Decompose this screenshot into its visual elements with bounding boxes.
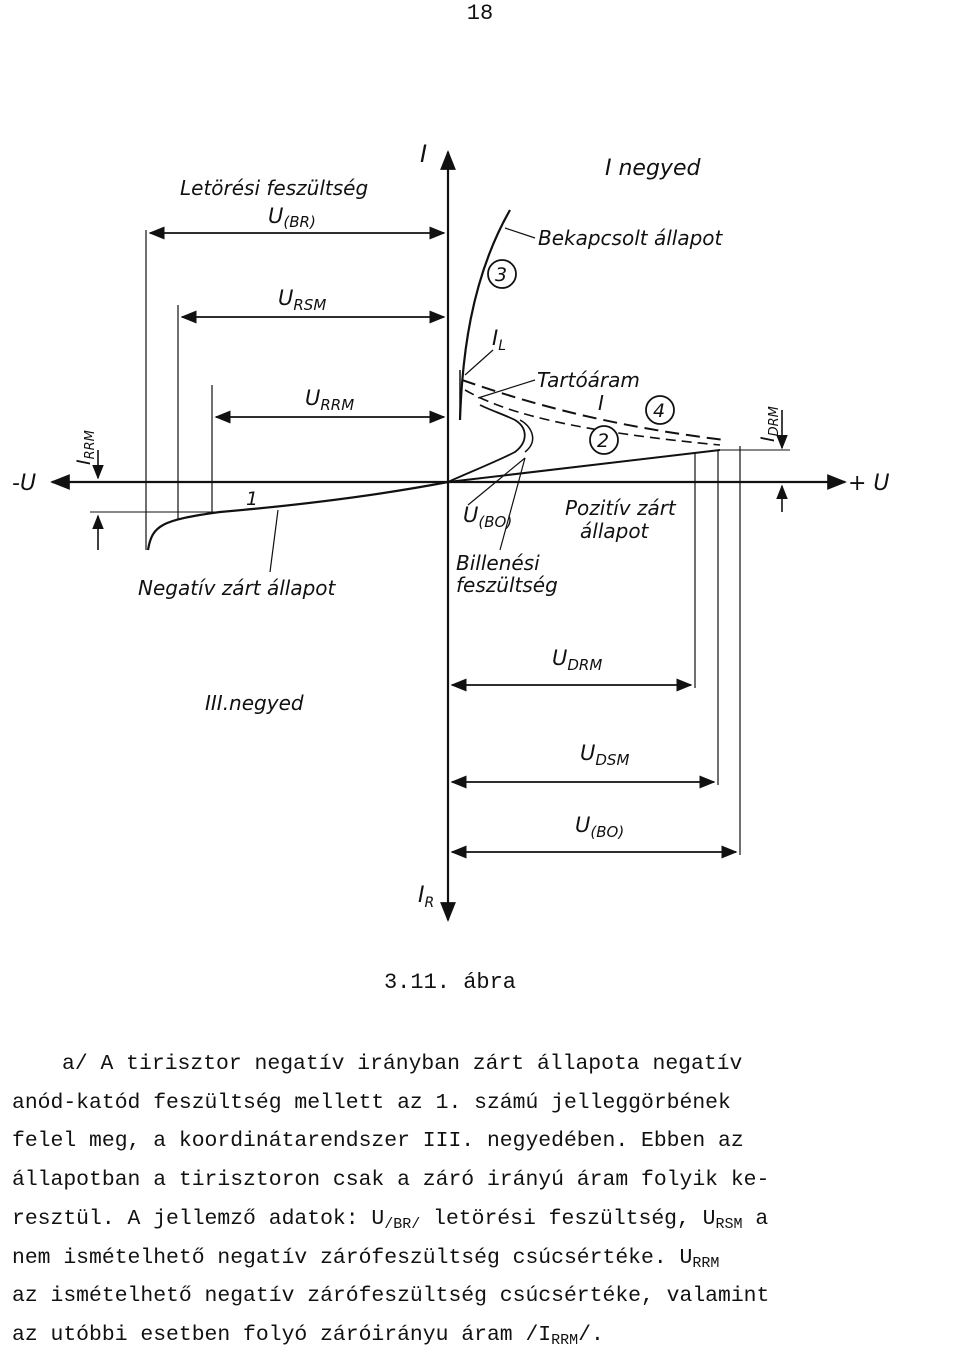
text-line: a/ A tirisztor negatív irányban zárt áll… — [62, 1052, 743, 1076]
quadrant-1-label: I negyed — [605, 156, 701, 181]
label-positive-off-1: Pozitív zárt — [565, 496, 677, 520]
label-positive-off-2: állapot — [580, 519, 650, 543]
label-u-bo: U(BO) — [463, 503, 512, 531]
curve-4-number: 4 — [653, 400, 665, 422]
quadrant-3-label: III.negyed — [205, 691, 304, 715]
leader-breakover — [499, 457, 526, 551]
leader-holding — [477, 379, 536, 399]
axis-label-plus-u: + U — [848, 471, 890, 496]
label-u-drm: UDRM — [552, 646, 602, 674]
label-i-rrm: IRRM — [73, 430, 98, 465]
axis-label-minus-u: -U — [12, 471, 36, 496]
leader-latching — [464, 349, 494, 376]
thyristor-characteristic-diagram: I -U + U IR I negyed III.negyed Letörési… — [12, 140, 890, 922]
label-breakover-1: Billenési — [456, 551, 540, 575]
label-negative-off: Negatív zárt állapot — [138, 576, 337, 600]
curve-3-number: 3 — [495, 264, 507, 286]
curve-3-marker — [487, 259, 517, 289]
leader-negative-off — [269, 509, 279, 573]
leader-u-bo — [467, 457, 526, 506]
label-u-bo-lower: U(BO) — [575, 813, 624, 841]
label-u-rsm: URSM — [278, 286, 326, 314]
text-line: nem ismételhető negatív zárófeszültség c… — [12, 1245, 720, 1272]
label-on-state: Bekapcsolt állapot — [538, 226, 724, 250]
curve-3-on-state — [458, 209, 511, 421]
figure-caption: 3.11. ábra — [383, 970, 517, 995]
label-holding-i: I — [598, 391, 604, 415]
text-line: az ismételhető negatív zárófeszültség cs… — [12, 1284, 770, 1309]
curve-2-marker — [589, 425, 619, 455]
text-line: anód-katód feszültség mellett az 1. szám… — [12, 1090, 731, 1115]
label-u-dsm: UDSM — [580, 741, 629, 769]
leader-on-state — [504, 227, 536, 239]
curve-2-number: 2 — [597, 430, 609, 452]
text-line: felel meg, a koordinátarendszer III. neg… — [12, 1129, 744, 1154]
label-i-drm: IDRM — [757, 406, 782, 442]
label-u-rrm: URRM — [305, 386, 354, 414]
label-latching-current: IL — [492, 326, 506, 354]
text-line: az utóbbi esetben folyó záróirányu áram … — [12, 1322, 604, 1349]
curve-1-negative-off-state — [146, 480, 449, 551]
curve-2-positive-off-state — [447, 449, 721, 483]
curve-4-marker — [645, 395, 675, 425]
curve-4-dashed — [461, 379, 726, 441]
axis-label-i: I — [420, 140, 427, 168]
axis-label-ir: IR — [418, 883, 434, 911]
text-line: állapotban a tirisztoron csak a záró irá… — [12, 1168, 770, 1193]
text-line: resztül. A jellemző adatok: U/BR/ letöré… — [12, 1206, 769, 1233]
page-number: 18 — [466, 1, 494, 26]
curve-breakover-return — [519, 419, 534, 453]
curve-1-number: 1 — [246, 488, 258, 510]
body-paragraph: a/ A tirisztor negatív irányban zárt áll… — [12, 1045, 957, 1355]
label-holding-current: Tartóáram — [537, 368, 640, 392]
label-breakdown-title: Letörési feszültség — [180, 176, 368, 200]
label-breakover-2: feszültség — [456, 573, 558, 597]
label-u-br: U(BR) — [268, 204, 316, 231]
curve-forward-breakover-lobe — [447, 404, 526, 483]
